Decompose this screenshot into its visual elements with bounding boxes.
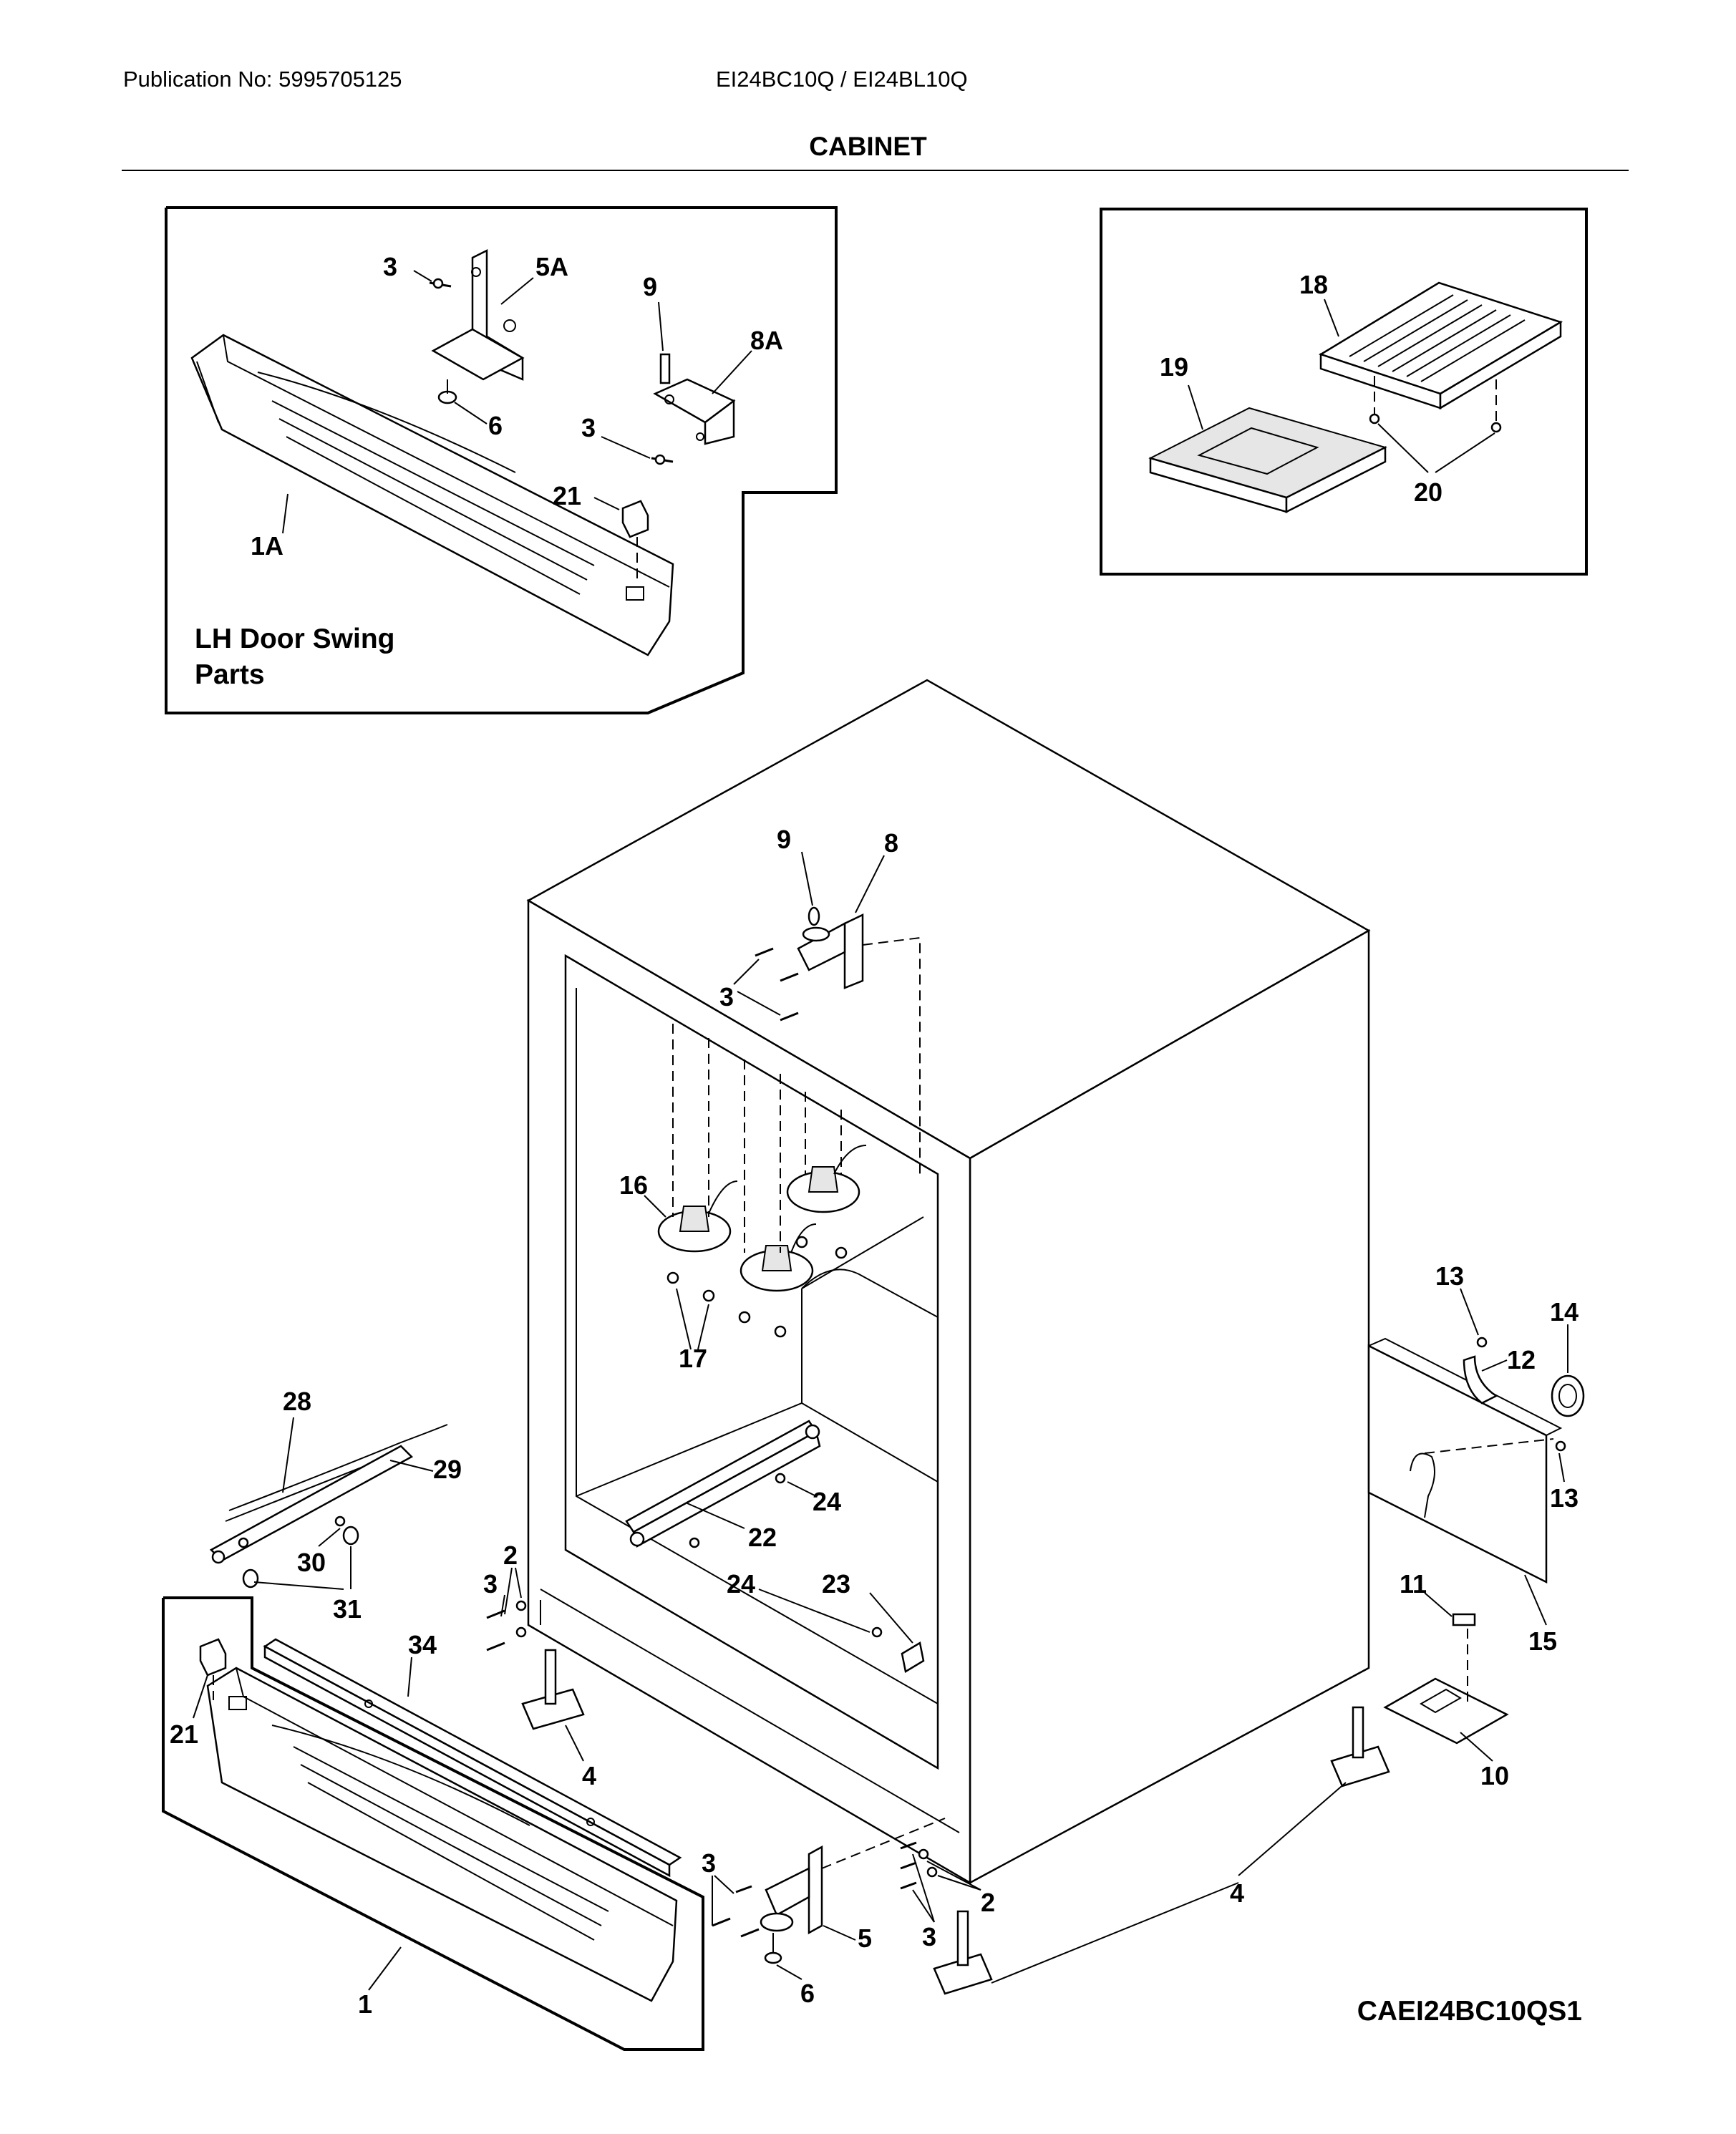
callout-23: 23 [822,1569,850,1599]
bracket-10-drawing [1383,1592,1509,1762]
callout-19: 19 [1160,352,1188,382]
hinge-8-drawing [733,851,921,1174]
callout-6: 6 [800,1979,815,2008]
callout-10: 10 [1480,1761,1509,1790]
callout-18: 18 [1299,270,1328,299]
callout-3: 3 [581,413,596,442]
callout-5: 5 [858,1924,872,1953]
lh-door-swing-caption-line2: Parts [195,659,265,690]
callout-24: 24 [727,1569,755,1599]
tray-inset [1100,208,1588,576]
switch-21-inset [621,500,649,580]
callout-17: 17 [679,1344,707,1373]
publication-number: Publication No: 5995705125 [123,67,402,92]
callout-14: 14 [1550,1297,1579,1327]
callout-28: 28 [283,1387,311,1416]
callout-34: 34 [408,1630,437,1659]
callout-15: 15 [1528,1626,1557,1656]
callout-5a: 5A [535,252,568,281]
callout-9: 9 [643,272,657,301]
slide-rail-22-drawing [625,1420,925,1673]
cabinet-drawing [526,679,1371,1885]
callout-3: 3 [719,982,734,1012]
header-divider [122,170,1629,171]
callout-22: 22 [748,1523,777,1552]
light-bar-28-29-drawing [209,1417,448,1590]
callout-1a: 1A [251,531,283,561]
callout-labels: 3 5A 9 8A 6 3 21 1A 18 19 20 9 8 3 16 17… [170,252,1579,2019]
lh-door-swing-caption-line1: LH Door Swing [195,624,394,654]
callout-21: 21 [553,481,581,510]
callout-11: 11 [1400,1569,1427,1599]
callout-4: 4 [1230,1878,1244,1908]
callout-3: 3 [702,1848,716,1878]
callout-16: 16 [619,1170,648,1200]
diagram-code: CAEI24BC10QS1 [1357,1996,1582,2027]
screws-17-drawing [666,1236,848,1350]
pad-19-drawing [1148,407,1387,514]
callout-8a: 8A [750,326,783,355]
callout-13: 13 [1435,1261,1464,1291]
callout-4: 4 [582,1761,596,1790]
callout-9: 9 [777,825,791,854]
callout-20: 20 [1414,477,1442,507]
lower-grille-box [162,1596,704,2051]
hinge-5a-drawing [431,248,525,404]
hinge-5-drawing [712,1818,946,1980]
callout-3: 3 [483,1569,498,1599]
grille-1-drawing [206,1667,678,2002]
callout-21: 21 [170,1720,198,1749]
callout-2: 2 [981,1888,995,1917]
tray-18-drawing [1319,281,1563,410]
callout-8: 8 [884,828,898,858]
lamp-sockets-16-drawing [644,1024,867,1292]
callout-2: 2 [503,1541,518,1570]
frame-screws-right-drawing [900,1841,981,1923]
callout-6: 6 [488,411,503,440]
rear-panel-15-drawing [1367,1288,1585,1626]
callout-24: 24 [813,1487,841,1516]
callout-1: 1 [358,1989,372,2019]
hinge-8a-drawing [653,353,736,445]
callout-12: 12 [1507,1345,1536,1374]
section-title: CABINET [809,132,927,161]
model-numbers: EI24BC10Q / EI24BL10Q [716,67,968,92]
lh-door-swing-inset [165,206,838,714]
lh-door-swing-caption: LH Door Swing Parts [195,624,402,690]
grille-1a-drawing [190,334,674,656]
callout-3: 3 [383,252,397,281]
callout-13: 13 [1550,1483,1579,1513]
frame-screws-left-drawing [486,1567,527,1652]
callout-3: 3 [922,1922,936,1951]
callout-29: 29 [433,1455,462,1484]
callout-31: 31 [333,1594,362,1624]
kickplate-34-drawing [263,1638,682,1878]
switch-21-lower [199,1638,227,1700]
leveling-legs-4-drawing [521,1649,1390,1995]
callout-30: 30 [297,1548,326,1577]
screws-3-inset [429,278,674,465]
